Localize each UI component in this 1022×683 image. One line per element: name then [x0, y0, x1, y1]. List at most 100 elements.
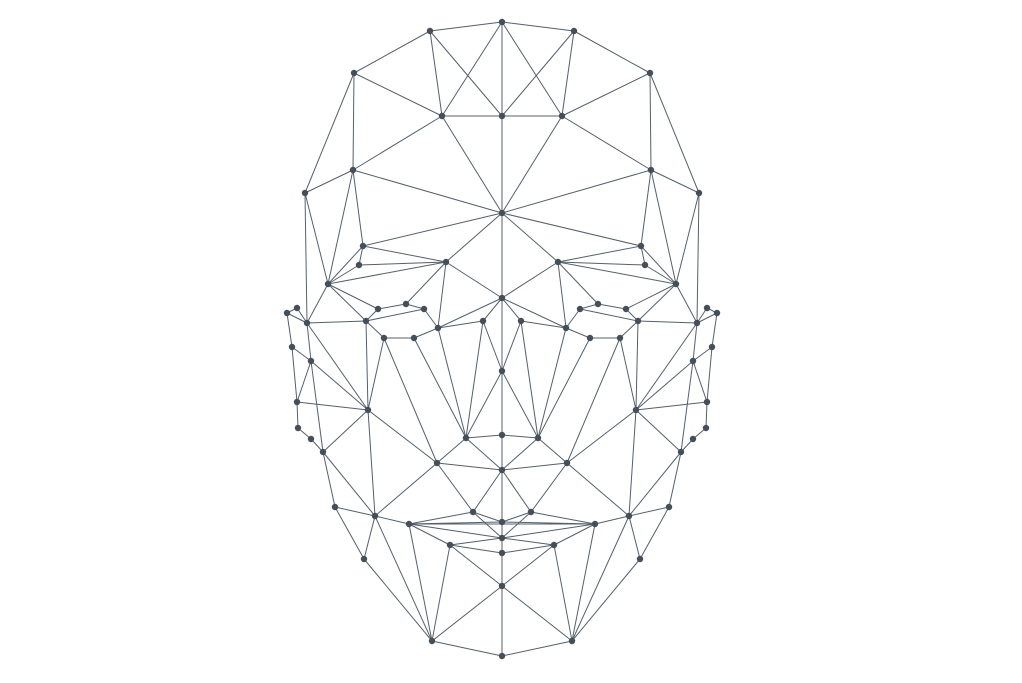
mesh-node — [562, 324, 570, 332]
mesh-edge — [566, 409, 637, 464]
mesh-node — [360, 555, 368, 563]
mesh-node — [294, 424, 302, 432]
mesh-edge — [408, 523, 433, 642]
mesh-node — [498, 209, 506, 217]
mesh-nodes — [283, 18, 721, 660]
mesh-node — [550, 541, 558, 549]
mesh-node — [554, 258, 562, 266]
mesh-edge — [530, 462, 568, 513]
mesh-edge — [711, 312, 718, 348]
mesh-node — [636, 555, 644, 563]
mesh-node — [646, 69, 654, 77]
mesh-edge — [501, 320, 522, 372]
mesh-edge — [501, 523, 596, 539]
mesh-edge — [306, 320, 367, 324]
mesh-node — [498, 294, 506, 302]
mesh-node — [625, 512, 633, 520]
mesh-node — [498, 549, 506, 557]
mesh-edge — [327, 283, 367, 322]
mesh-edge — [304, 72, 355, 194]
mesh-edge — [310, 360, 369, 411]
mesh-edge — [445, 261, 503, 299]
mesh-edge — [437, 261, 447, 329]
mesh-edge — [377, 303, 407, 310]
mesh-edge — [537, 437, 568, 464]
mesh-edge — [501, 261, 559, 299]
mesh-edge — [628, 515, 641, 560]
mesh-edge — [628, 409, 637, 517]
mesh-node — [402, 300, 410, 308]
mesh-edge — [501, 511, 532, 539]
mesh-edge — [640, 245, 677, 285]
mesh-edge — [365, 308, 425, 322]
mesh-edge — [579, 308, 639, 322]
mesh-edge — [635, 322, 698, 411]
mesh-edge — [437, 327, 467, 439]
mesh-edge — [619, 337, 637, 411]
mesh-node — [665, 503, 673, 511]
mesh-node — [703, 304, 711, 312]
mesh-edge — [322, 409, 369, 453]
mesh-edge — [367, 337, 385, 411]
mesh-node — [469, 508, 477, 516]
mesh-edge — [367, 409, 376, 517]
mesh-node — [622, 305, 630, 313]
mesh-edge — [501, 212, 559, 263]
mesh-node — [498, 431, 506, 439]
mesh-edge — [625, 283, 677, 310]
mesh-edge — [358, 261, 447, 266]
mesh-node — [498, 367, 506, 375]
mesh-node — [303, 319, 311, 327]
mesh-edge — [291, 346, 298, 403]
mesh-node — [307, 435, 315, 443]
mesh-edge — [501, 434, 539, 439]
mesh-node — [380, 334, 388, 342]
mesh-node — [677, 448, 685, 456]
mesh-node — [568, 637, 576, 645]
mesh-node — [591, 520, 599, 528]
mesh-node — [695, 189, 703, 197]
mesh-edge — [571, 523, 596, 642]
mesh-edge — [501, 30, 575, 117]
mesh-edge — [696, 192, 700, 324]
mesh-edge — [501, 297, 522, 322]
mesh-edge — [501, 640, 573, 657]
mesh-node — [479, 317, 487, 325]
mesh-edge — [628, 451, 682, 517]
mesh-edge — [431, 544, 451, 642]
mesh-edge — [566, 462, 630, 517]
mesh-edge — [520, 320, 567, 329]
mesh-edge — [362, 245, 447, 263]
mesh-node — [410, 334, 418, 342]
mesh-edge — [367, 409, 438, 464]
mesh-edge — [530, 511, 596, 525]
mesh-node — [428, 637, 436, 645]
mesh-edge — [291, 346, 312, 362]
mesh-edge — [553, 523, 596, 546]
mesh-edge — [482, 320, 503, 372]
mesh-node — [563, 459, 571, 467]
mesh-node — [301, 189, 309, 197]
mesh-edge — [449, 544, 503, 554]
mesh-node — [594, 300, 602, 308]
mesh-node — [672, 280, 680, 288]
mesh-node — [434, 324, 442, 332]
mesh-edge — [429, 21, 503, 32]
mesh-edge — [423, 308, 439, 329]
mesh-edge — [557, 261, 677, 285]
mesh-edge — [640, 169, 652, 247]
mesh-node — [498, 652, 506, 660]
mesh-edge — [310, 360, 324, 453]
mesh-node — [634, 317, 642, 325]
mesh-edge — [675, 283, 698, 324]
mesh-edge — [437, 297, 503, 329]
mesh-edge — [566, 337, 621, 464]
mesh-edge — [561, 72, 651, 117]
mesh-edge — [594, 515, 630, 525]
mesh-edge — [649, 72, 652, 171]
mesh-edge — [571, 515, 630, 642]
mesh-edge — [668, 451, 682, 508]
mesh-node — [433, 459, 441, 467]
